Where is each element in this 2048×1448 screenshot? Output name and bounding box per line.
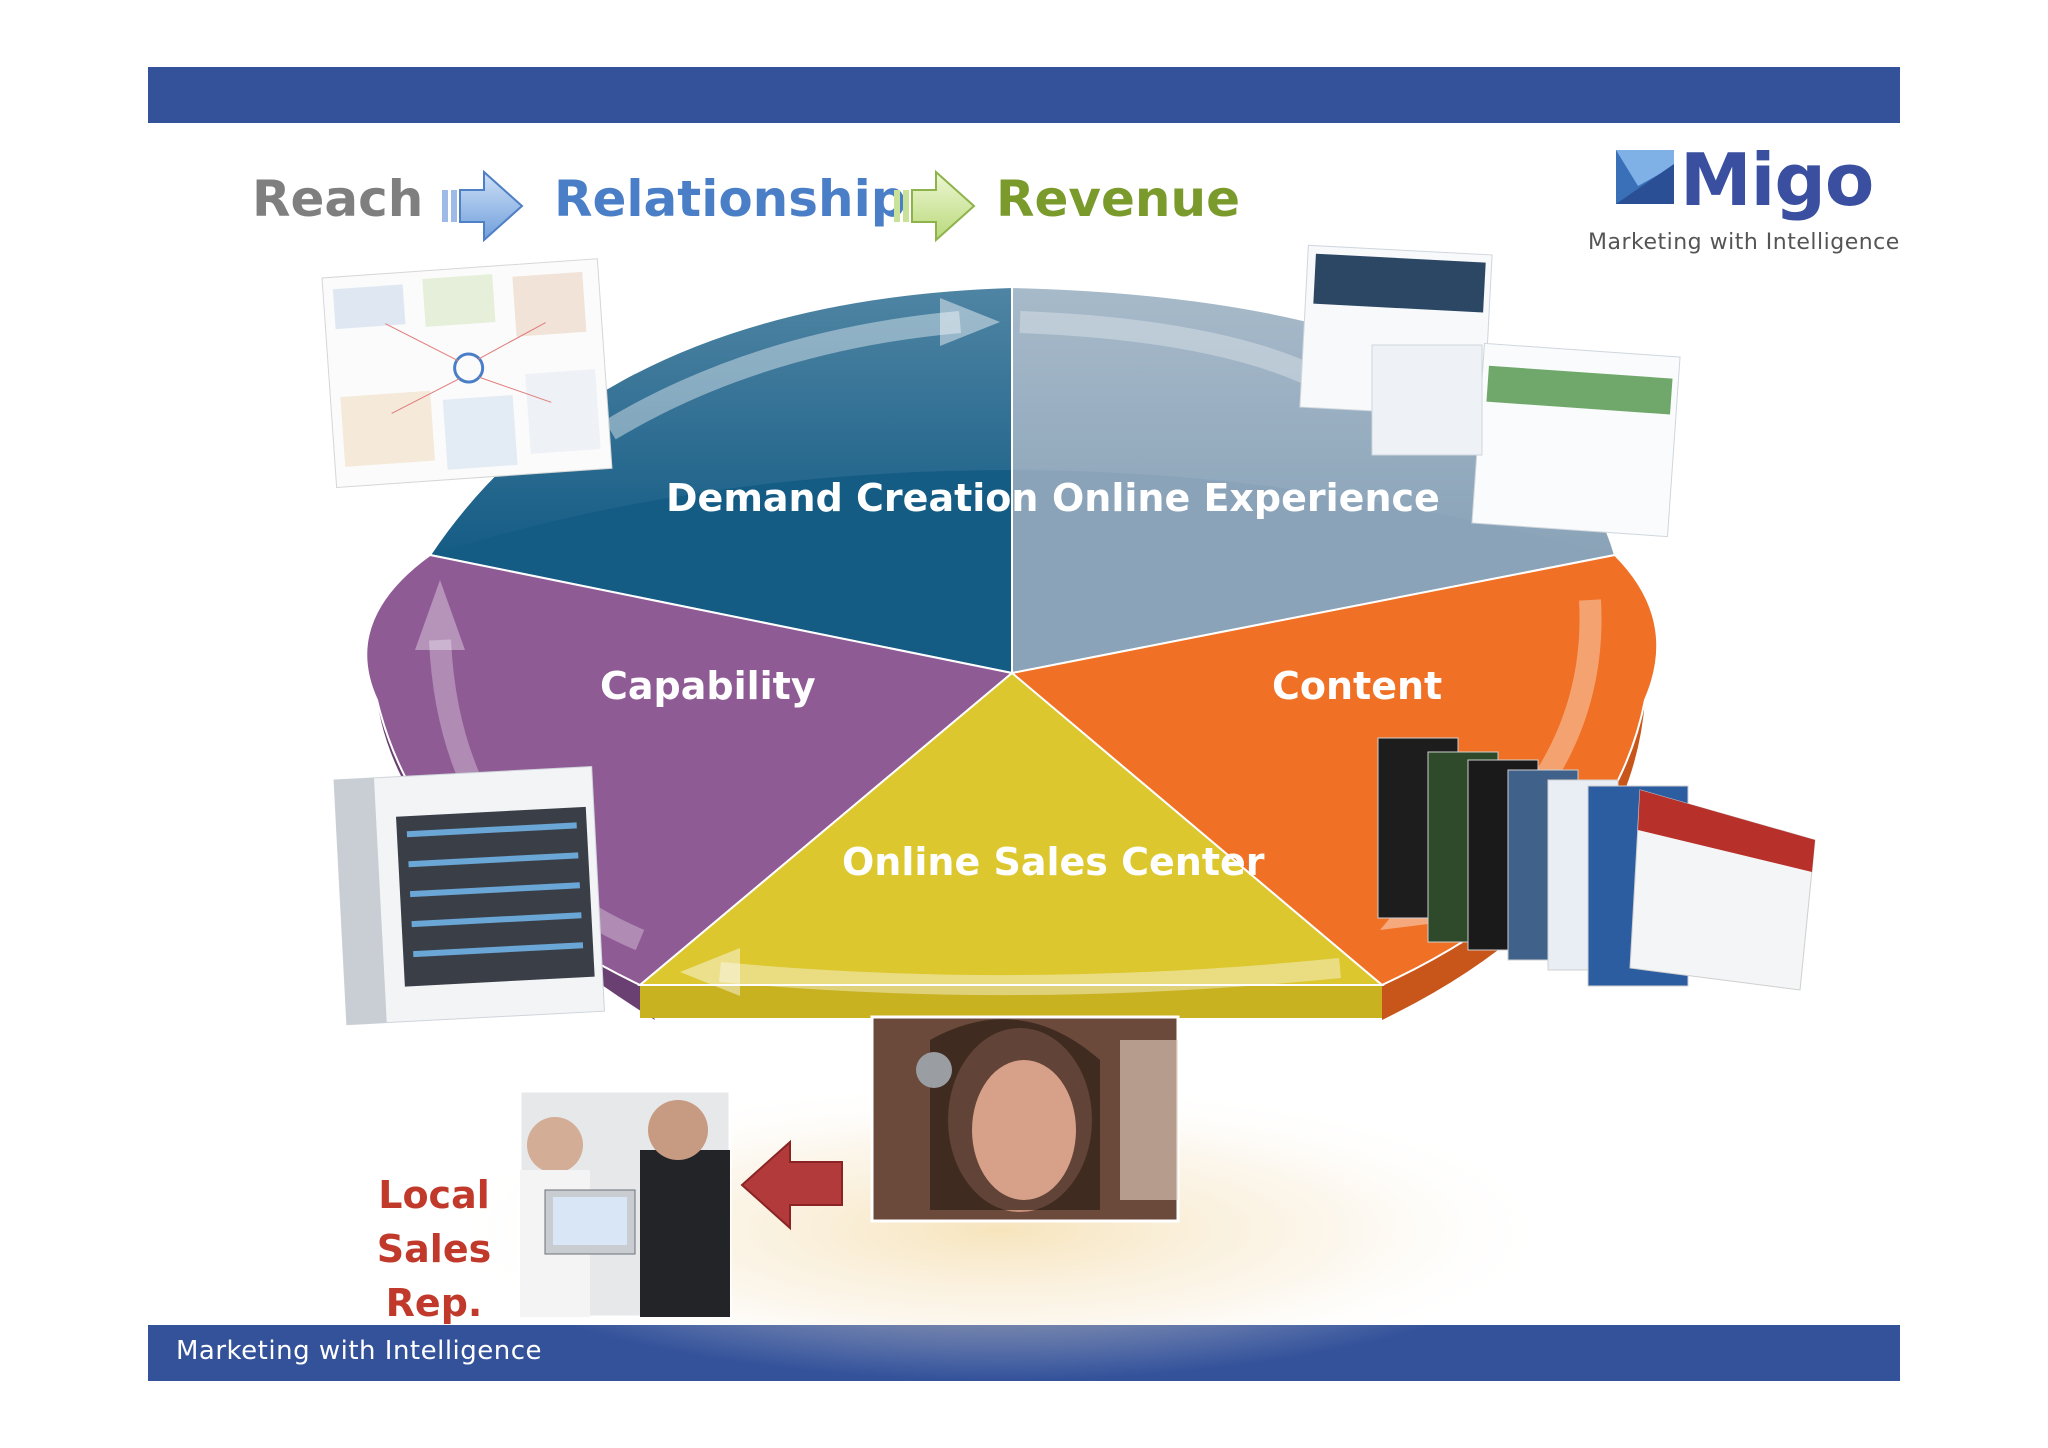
local-sales-line1: Local bbox=[378, 1173, 490, 1217]
flow-arrow-icon bbox=[415, 580, 465, 650]
call-center-agent-photo bbox=[870, 1015, 1180, 1223]
sales-center-side bbox=[640, 985, 1382, 1018]
flow-arrow-icon bbox=[940, 298, 1000, 346]
label-online-sales-center: Online Sales Center bbox=[842, 840, 1265, 884]
label-content: Content bbox=[1272, 664, 1443, 708]
demand-creation-screenshot bbox=[321, 258, 613, 489]
capability-side bbox=[377, 668, 655, 1020]
local-sales-rep-label: Local Sales Rep. bbox=[336, 1168, 532, 1330]
arrow-left-icon bbox=[740, 1139, 843, 1231]
server-rack-image bbox=[333, 765, 605, 1026]
arrow-right-icon bbox=[894, 169, 976, 243]
header-revenue: Revenue bbox=[996, 170, 1241, 228]
online-experience-screenshot bbox=[1299, 244, 1681, 538]
flow-arrow-icon bbox=[680, 948, 740, 996]
header-reach: Reach bbox=[252, 170, 424, 228]
top-banner bbox=[148, 67, 1900, 123]
arrow-right-icon bbox=[442, 169, 524, 243]
content-websites-screenshot bbox=[1377, 737, 1816, 991]
header-relationship: Relationship bbox=[554, 170, 907, 228]
label-demand-creation: Demand Creation bbox=[666, 476, 1039, 520]
logo-tagline: Marketing with Intelligence bbox=[1588, 230, 1900, 255]
logo-name: Migo bbox=[1680, 138, 1874, 222]
footer-tagline: Marketing with Intelligence bbox=[176, 1336, 543, 1366]
local-sales-rep-photo bbox=[518, 1089, 732, 1319]
label-online-experience: Online Experience bbox=[1052, 476, 1440, 520]
migo-logo-icon bbox=[1616, 150, 1674, 204]
local-sales-line2: Sales Rep. bbox=[376, 1227, 492, 1325]
label-capability: Capability bbox=[600, 664, 816, 708]
segment-online-sales-center bbox=[637, 671, 1385, 986]
